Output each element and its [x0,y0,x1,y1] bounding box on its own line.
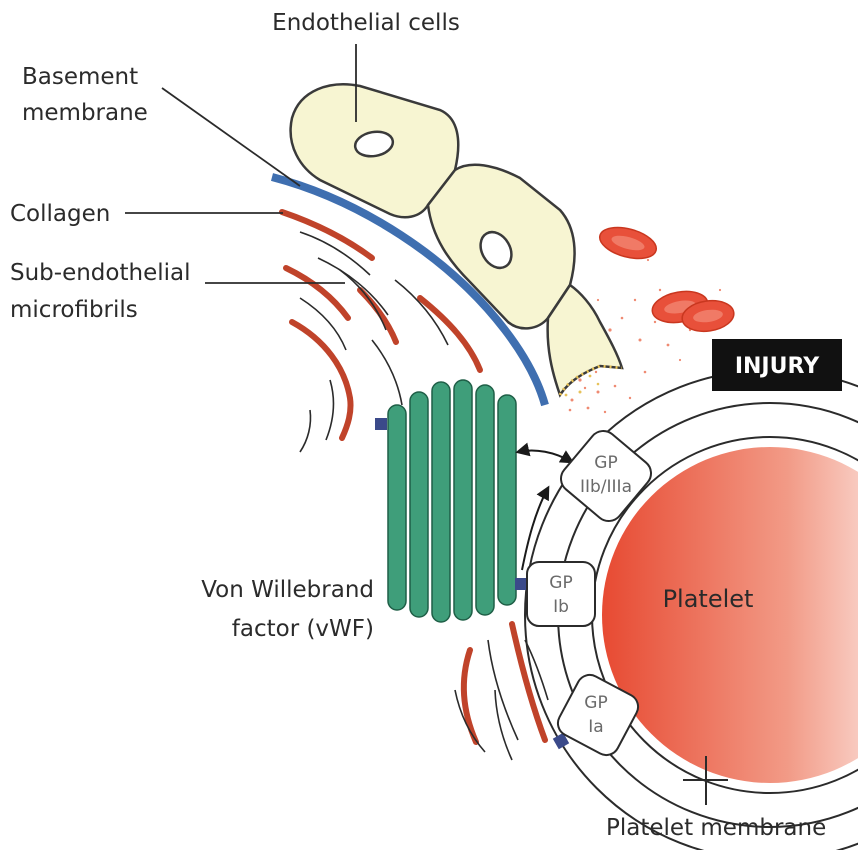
microfibrils-upper [299,231,449,453]
label-subendo-line2: microfibrils [10,297,138,323]
platelet-core [602,447,858,783]
leader-lines [125,44,357,284]
label-platelet: Platelet [663,585,754,613]
label-subendo-line1: Sub-endothelial [10,260,191,286]
gp-iib-iiia-label-1: GP [594,453,617,473]
basement-membrane [270,173,549,407]
vwf-gpiib-arrow [515,442,575,464]
label-collagen: Collagen [10,201,110,227]
binding-anchors [375,418,570,750]
injury-badge: INJURY [712,339,842,391]
gp-iib-iiia-label-2: IIb/IIIa [580,477,632,497]
gp-ib-label-1: GP [549,573,572,593]
gp-ia-label-2: Ia [588,717,603,737]
microfibrils-lower [454,639,549,761]
endothelial-cell-3-damaged [546,283,624,398]
gp-ib-receptor: GP Ib [526,561,596,627]
endothelial-cells [289,83,624,398]
label-basement-line2: membrane [22,100,148,126]
label-vwf-line1: Von Willebrand [201,577,374,603]
red-blood-cells [599,226,735,333]
collagen-fibers-lower [460,621,548,745]
label-platelet-membrane: Platelet membrane [606,815,826,841]
gp-ia-receptor: GP Ia [556,673,640,757]
von-willebrand-factor [387,379,517,623]
gp-iib-iiia-receptor: GP IIb/IIIa [560,430,652,522]
label-injury: INJURY [735,354,820,379]
gp-ia-label-1: GP [584,693,607,713]
gpib-activation-arrow [521,485,550,571]
gp-ib-label-2: Ib [553,597,569,617]
label-basement-line1: Basement [22,64,138,90]
label-endothelial-cells: Endothelial cells [272,10,460,36]
label-vwf-line2: factor (vWF) [232,616,374,642]
collagen-fibers-upper [279,209,483,441]
